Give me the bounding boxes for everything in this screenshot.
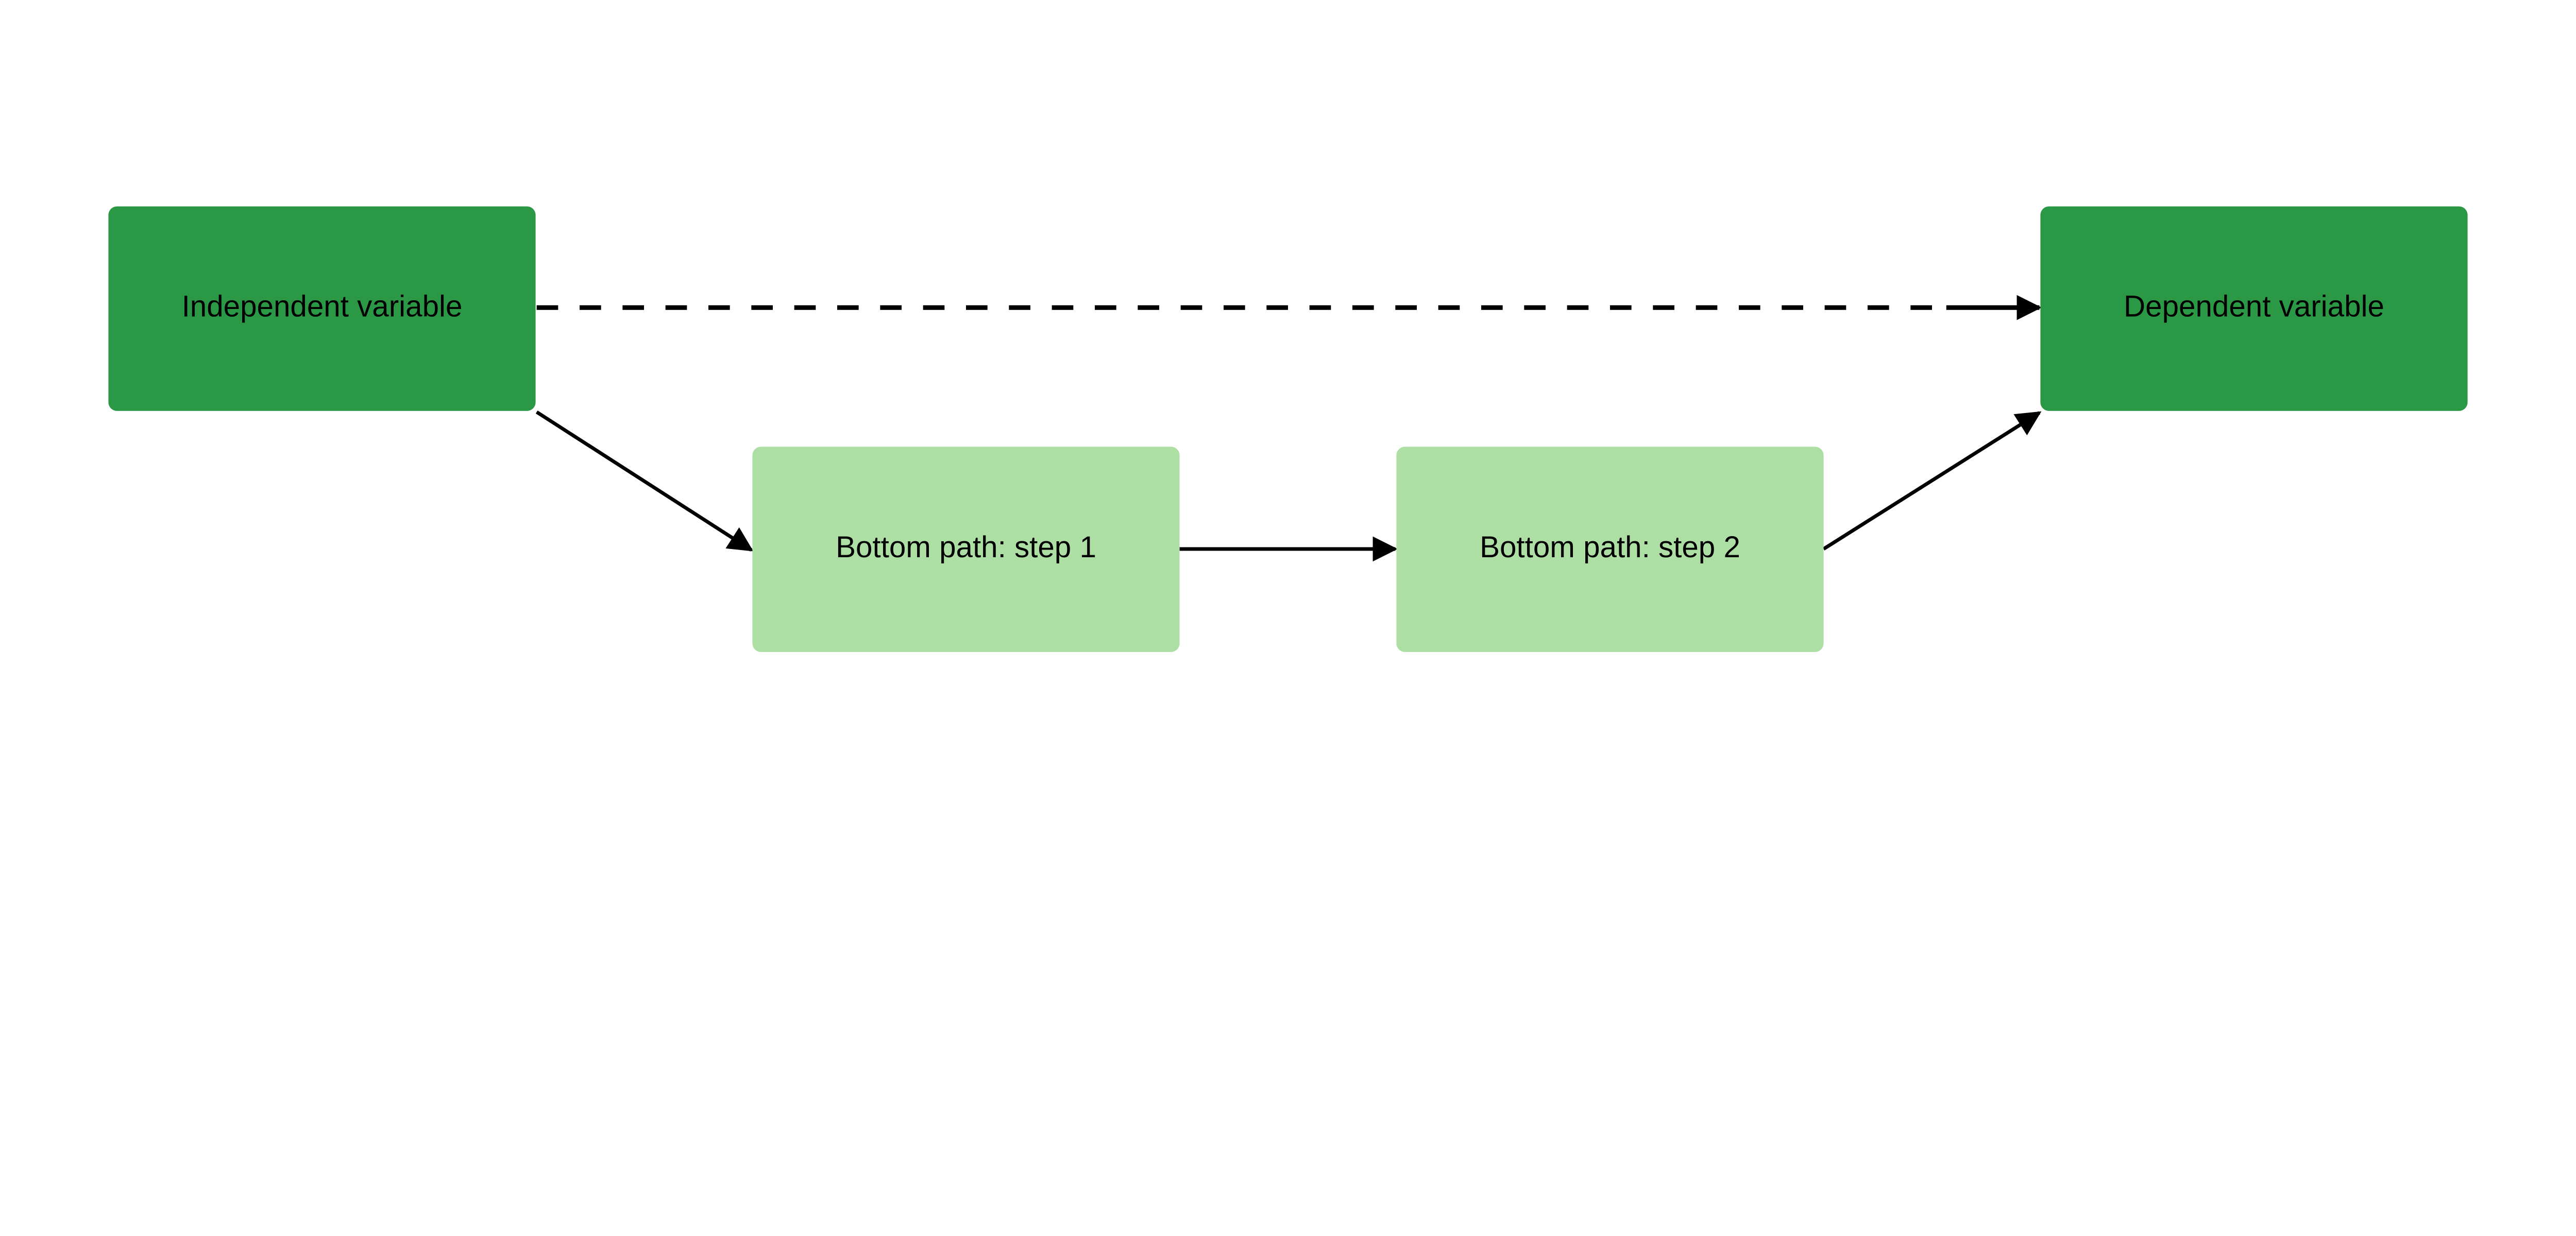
node-label: Dependent variable (2124, 290, 2384, 323)
node-dependent-variable: Dependent variable (2040, 206, 2468, 411)
node-box (752, 447, 1180, 652)
node-label: Independent variable (182, 290, 463, 323)
node-box (108, 206, 536, 411)
node-box (1396, 447, 1824, 652)
node-bottom-path-step-2: Bottom path: step 2 (1396, 447, 1824, 652)
edge-step2-to-dependent (1822, 411, 2042, 551)
mediation-diagram: Independent variable Dependent variable … (108, 206, 2468, 652)
node-box (2040, 206, 2468, 411)
node-independent-variable: Independent variable (108, 206, 536, 411)
node-bottom-path-step-1: Bottom path: step 1 (752, 447, 1180, 652)
node-label: Bottom path: step 1 (836, 530, 1096, 564)
node-label: Bottom path: step 2 (1480, 530, 1740, 564)
edge-independent-to-step1 (535, 410, 754, 552)
